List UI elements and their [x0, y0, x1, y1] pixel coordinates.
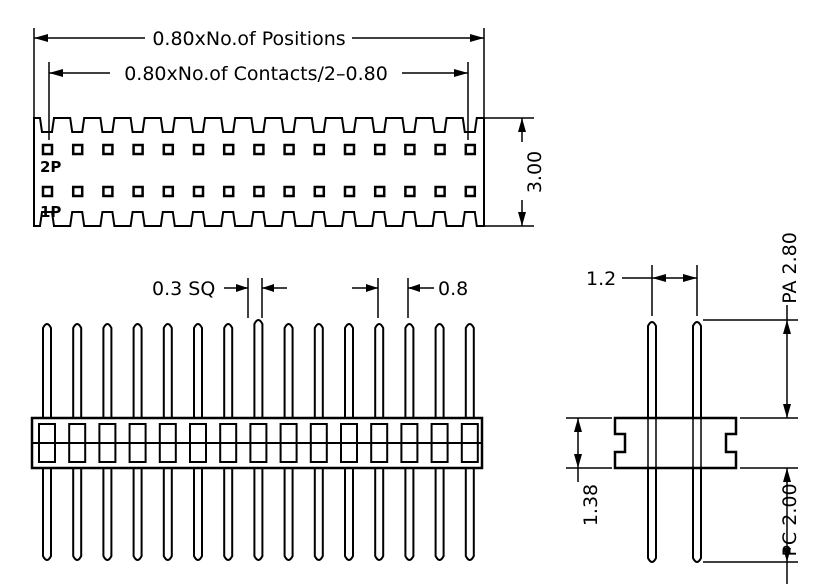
- pa-label: PA 2.80: [779, 232, 801, 304]
- front-pin: [132, 323, 143, 561]
- square-label: 0.3 SQ: [152, 278, 215, 300]
- top-row-pad: [41, 143, 54, 156]
- top-view-body-outline: [33, 117, 485, 227]
- top-row-pad: [192, 143, 205, 156]
- front-pin-block: [98, 423, 117, 463]
- front-pin: [162, 323, 173, 561]
- height-dimension: 3.00: [484, 117, 546, 227]
- bottom-row-pad: [313, 185, 326, 198]
- bottom-row-pad: [464, 185, 477, 198]
- top-row-pad: [102, 143, 114, 156]
- base-label: 1.38: [580, 484, 602, 526]
- front-view-pin-blocks: [38, 423, 479, 463]
- top-row-pad: [71, 143, 84, 156]
- top-row-pad: [404, 143, 416, 156]
- front-pin: [344, 323, 354, 561]
- front-pin: [42, 323, 52, 561]
- front-pin: [374, 323, 385, 561]
- front-pin-block: [128, 423, 147, 463]
- contacts-label: 0.80xNo.of Contacts/2–0.80: [124, 63, 388, 85]
- front-view: 0.3 SQ 0.8: [30, 278, 484, 561]
- front-pin: [313, 323, 324, 561]
- pc-dimension: PC 2.00: [703, 467, 801, 584]
- top-row-pad: [434, 143, 446, 156]
- bottom-row-pad: [283, 185, 295, 198]
- front-pin: [464, 323, 475, 561]
- pitch-label: 0.8: [438, 278, 468, 300]
- side-view-insulator: [613, 416, 738, 470]
- pa-dimension: PA 2.80: [703, 232, 801, 419]
- front-view-pins: [42, 319, 475, 561]
- top-row-pad: [162, 143, 175, 156]
- front-pin: [72, 323, 83, 561]
- bottom-row-pad: [373, 185, 386, 198]
- bottom-row-pad: [404, 185, 416, 198]
- front-pin-block: [340, 423, 358, 463]
- spacing-dimension: 1.2: [586, 265, 698, 316]
- front-pin: [283, 323, 294, 561]
- top-row-pad: [313, 143, 326, 156]
- front-pin-block: [279, 423, 298, 463]
- front-pin: [193, 323, 203, 561]
- top-view-pads: [41, 143, 477, 198]
- top-row-pad: [253, 143, 265, 156]
- top-view: 0.80xNo.of Positions 0.80xNo.of Contacts…: [33, 28, 546, 227]
- bottom-row-pad: [102, 185, 114, 198]
- pc-label: PC 2.00: [779, 483, 801, 556]
- front-pin-block: [249, 423, 268, 463]
- square-dimension: 0.3 SQ: [152, 278, 287, 318]
- front-pin-block: [400, 423, 419, 463]
- bottom-row-pad: [434, 185, 446, 198]
- side-view: 1.2 PA 2.80 PC 2.00 1.3: [566, 232, 801, 584]
- pin-label-1p: 1P: [40, 203, 61, 221]
- front-pin-block: [370, 423, 389, 463]
- bottom-row-pad: [132, 185, 144, 198]
- height-label: 3.00: [524, 151, 546, 193]
- front-pin: [404, 323, 415, 561]
- top-row-pad: [132, 143, 144, 156]
- front-pin-block: [430, 423, 449, 463]
- top-row-pad: [343, 143, 356, 156]
- spacing-label: 1.2: [586, 268, 616, 290]
- bottom-row-pad: [253, 185, 265, 198]
- positions-label: 0.80xNo.of Positions: [152, 28, 345, 50]
- base-dimension: 1.38: [566, 417, 612, 526]
- top-row-pad: [464, 143, 477, 156]
- positions-dimension: 0.80xNo.of Positions: [33, 28, 485, 118]
- front-pin-block: [68, 423, 87, 463]
- top-row-pad: [283, 143, 295, 156]
- bottom-row-pad: [343, 185, 356, 198]
- front-pin-block: [38, 423, 56, 463]
- front-pin-block: [158, 423, 177, 463]
- front-pin: [253, 319, 264, 561]
- bottom-row-pad: [222, 185, 235, 198]
- front-pin: [102, 323, 113, 561]
- pitch-dimension: 0.8: [352, 278, 468, 318]
- front-pin-block: [189, 423, 207, 463]
- bottom-row-pad: [41, 185, 54, 198]
- front-pin-block: [219, 423, 238, 463]
- front-pin: [434, 323, 445, 561]
- bottom-row-pad: [162, 185, 175, 198]
- front-pin-block: [309, 423, 328, 463]
- side-pin-left: [647, 321, 657, 563]
- front-pin: [223, 323, 234, 561]
- top-row-pad: [222, 143, 235, 156]
- bottom-row-pad: [192, 185, 205, 198]
- top-row-pad: [373, 143, 386, 156]
- bottom-row-pad: [71, 185, 84, 198]
- contacts-dimension: 0.80xNo.of Contacts/2–0.80: [48, 62, 469, 140]
- pin-label-2p: 2P: [40, 158, 61, 176]
- side-pin-right: [692, 321, 702, 563]
- front-pin-block: [460, 423, 479, 463]
